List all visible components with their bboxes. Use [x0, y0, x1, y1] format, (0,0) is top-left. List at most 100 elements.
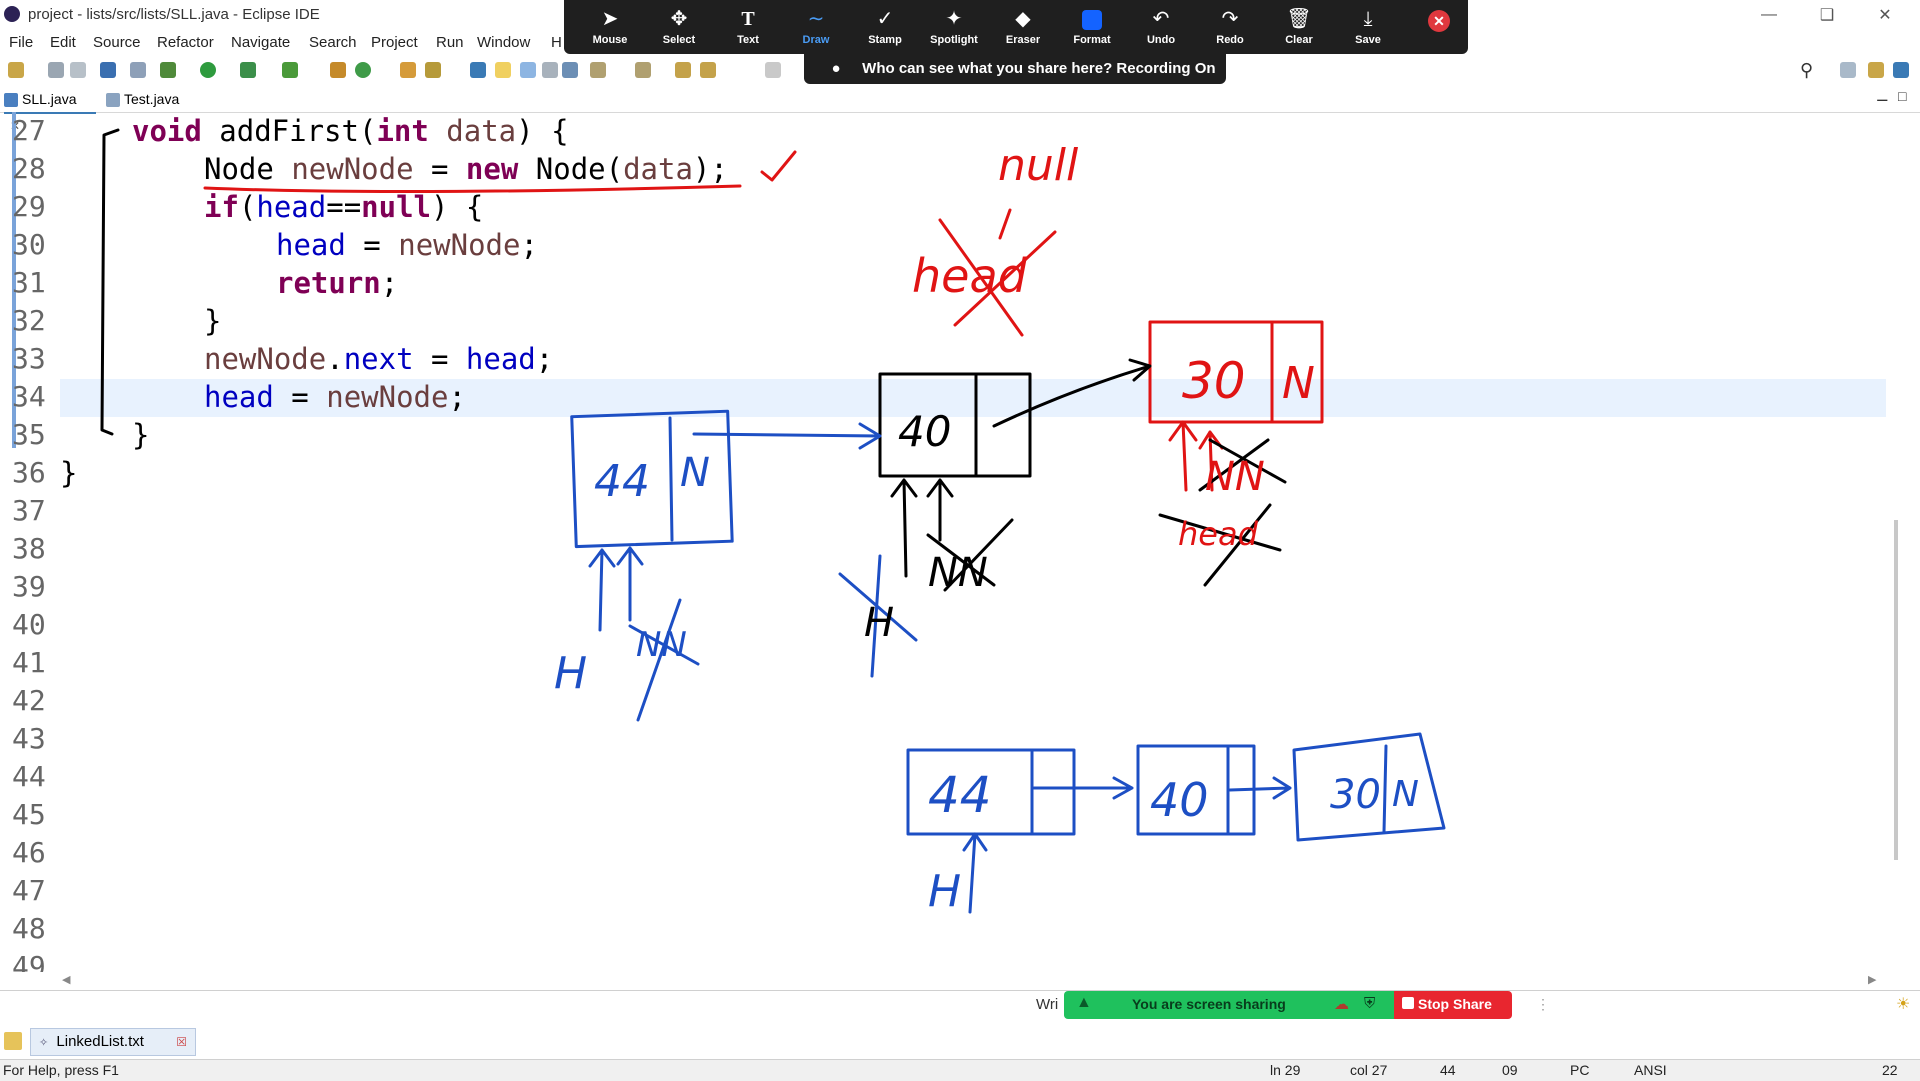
- skip-breakpoints-icon[interactable]: [130, 62, 146, 78]
- minimize-editor-icon[interactable]: ⚊: [1876, 88, 1889, 104]
- tool-eraser[interactable]: ◆Eraser: [989, 0, 1057, 54]
- lightbulb-icon[interactable]: ☀: [1896, 996, 1911, 1013]
- close-icon[interactable]: ✕: [1878, 7, 1892, 24]
- java-ee-perspective-icon[interactable]: [1868, 62, 1884, 78]
- code-text: .: [326, 342, 344, 376]
- folder-icon[interactable]: [4, 1032, 22, 1050]
- new-icon[interactable]: [8, 62, 24, 78]
- menu-navigate[interactable]: Navigate: [231, 34, 291, 51]
- terminal-icon[interactable]: [100, 62, 116, 78]
- menu-source[interactable]: Source: [93, 34, 141, 51]
- menu-run[interactable]: Run: [436, 34, 464, 51]
- tool-format[interactable]: Format: [1058, 0, 1126, 54]
- tool-undo[interactable]: ↶Undo: [1127, 0, 1195, 54]
- more-icon[interactable]: ⋮: [1536, 996, 1550, 1012]
- code-line[interactable]: }: [204, 304, 222, 338]
- tool-save[interactable]: ⤓Save: [1334, 0, 1402, 54]
- tool-draw[interactable]: ∼Draw: [782, 0, 850, 54]
- line-number: 47: [12, 874, 46, 907]
- code-line[interactable]: newNode.next = head;: [204, 340, 553, 378]
- scroll-left-icon[interactable]: ◀: [62, 974, 71, 986]
- run-icon[interactable]: [200, 62, 216, 78]
- code-line[interactable]: head = newNode;: [276, 226, 538, 264]
- tool-label: Mouse: [592, 34, 628, 46]
- tab-linkedlist-txt[interactable]: ✧ LinkedList.txt ☒: [30, 1028, 196, 1056]
- code-line[interactable]: }: [132, 418, 150, 452]
- trash-icon: 🗑: [1286, 8, 1312, 30]
- prev-annotation-icon[interactable]: [635, 62, 651, 78]
- tool-label: Redo: [1216, 34, 1244, 46]
- menu-file[interactable]: File: [9, 34, 34, 51]
- tool-select[interactable]: ✥Select: [645, 0, 713, 54]
- menu-window[interactable]: Window: [477, 34, 531, 51]
- tool-label: Draw: [802, 34, 830, 46]
- pilcrow-icon[interactable]: [562, 62, 578, 78]
- debug-icon[interactable]: [160, 62, 176, 78]
- line-number: 46: [12, 836, 46, 869]
- code-editor[interactable]: 27 28 29 30 31 32 33 34 35 36 37 38 39 4…: [0, 112, 1890, 972]
- menu-search[interactable]: Search: [309, 34, 357, 51]
- annotation-icon[interactable]: [470, 62, 486, 78]
- next-annotation-icon[interactable]: [590, 62, 606, 78]
- horizontal-scrollbar[interactable]: ◀ ▶: [60, 974, 1880, 989]
- divider: [0, 990, 1920, 991]
- tool-spotlight[interactable]: ✦Spotlight: [920, 0, 988, 54]
- java-perspective-icon[interactable]: [1893, 62, 1909, 78]
- open-type-icon[interactable]: [400, 62, 416, 78]
- search-icon[interactable]: ⚲: [1800, 60, 1814, 80]
- show-whitespace-icon[interactable]: [542, 62, 558, 78]
- line-number: 44: [12, 760, 46, 793]
- code-line[interactable]: }: [60, 456, 78, 490]
- recording-banner[interactable]: ● Who can see what you share here? Recor…: [804, 54, 1226, 84]
- restore-icon[interactable]: ❑: [1819, 7, 1835, 24]
- scroll-right-icon[interactable]: ▶: [1868, 974, 1877, 986]
- redo-icon: ↷: [1221, 8, 1239, 30]
- tool-mouse[interactable]: ➤Mouse: [576, 0, 644, 54]
- tool-label: Undo: [1146, 34, 1176, 46]
- stop-annotation-close-icon[interactable]: ✕: [1428, 10, 1450, 32]
- text-icon: T: [741, 8, 755, 30]
- code-line[interactable]: if(head==null) {: [204, 188, 483, 226]
- line-number: 38: [12, 532, 46, 565]
- minimize-icon[interactable]: —: [1761, 6, 1777, 23]
- code-line[interactable]: void addFirst(int data) {: [132, 112, 569, 150]
- vertical-scrollbar[interactable]: [1894, 520, 1898, 860]
- tab-close-icon[interactable]: ☒: [176, 1035, 187, 1049]
- menu-help[interactable]: H: [551, 34, 562, 51]
- new-package-icon[interactable]: [330, 62, 346, 78]
- menu-project[interactable]: Project: [371, 34, 418, 51]
- back-icon[interactable]: [700, 62, 716, 78]
- perspective-icon[interactable]: [1840, 62, 1856, 78]
- coverage-icon[interactable]: [240, 62, 256, 78]
- line-number: 37: [12, 494, 46, 527]
- code-text: =: [413, 152, 466, 186]
- code-line[interactable]: Node newNode = new Node(data);: [204, 150, 728, 188]
- tab-test-java[interactable]: Test.java: [106, 86, 192, 112]
- search-tool-icon[interactable]: [425, 62, 441, 78]
- code-line[interactable]: return;: [276, 264, 398, 302]
- last-edit-icon[interactable]: [675, 62, 691, 78]
- code-line[interactable]: head = newNode;: [204, 378, 466, 416]
- stop-share-button[interactable]: Stop Share: [1394, 991, 1512, 1019]
- menu-edit[interactable]: Edit: [50, 34, 76, 51]
- new-class-icon[interactable]: [355, 62, 371, 78]
- save-icon: ⤓: [1363, 8, 1373, 30]
- block-select-icon[interactable]: [520, 62, 536, 78]
- tool-redo[interactable]: ↷ Redo: [1196, 0, 1264, 54]
- external-tools-icon[interactable]: [282, 62, 298, 78]
- mark-occurrences-icon[interactable]: [495, 62, 511, 78]
- tab-sll-java[interactable]: SLL.java ✕: [4, 86, 96, 133]
- save-all-icon[interactable]: [70, 62, 86, 78]
- maximize-editor-icon[interactable]: □: [1898, 88, 1907, 104]
- save-file-icon[interactable]: [48, 62, 64, 78]
- menu-refactor[interactable]: Refactor: [157, 34, 214, 51]
- screen-sharing-indicator[interactable]: ▲ You are screen sharing ☁ ⛨: [1064, 991, 1394, 1019]
- variable: newNode: [204, 342, 327, 376]
- tool-clear[interactable]: 🗑Clear: [1265, 0, 1333, 54]
- forward-icon[interactable]: [765, 62, 781, 78]
- tool-stamp[interactable]: ✓Stamp: [851, 0, 919, 54]
- keyword: void: [132, 114, 202, 148]
- java-file-icon: [106, 93, 120, 108]
